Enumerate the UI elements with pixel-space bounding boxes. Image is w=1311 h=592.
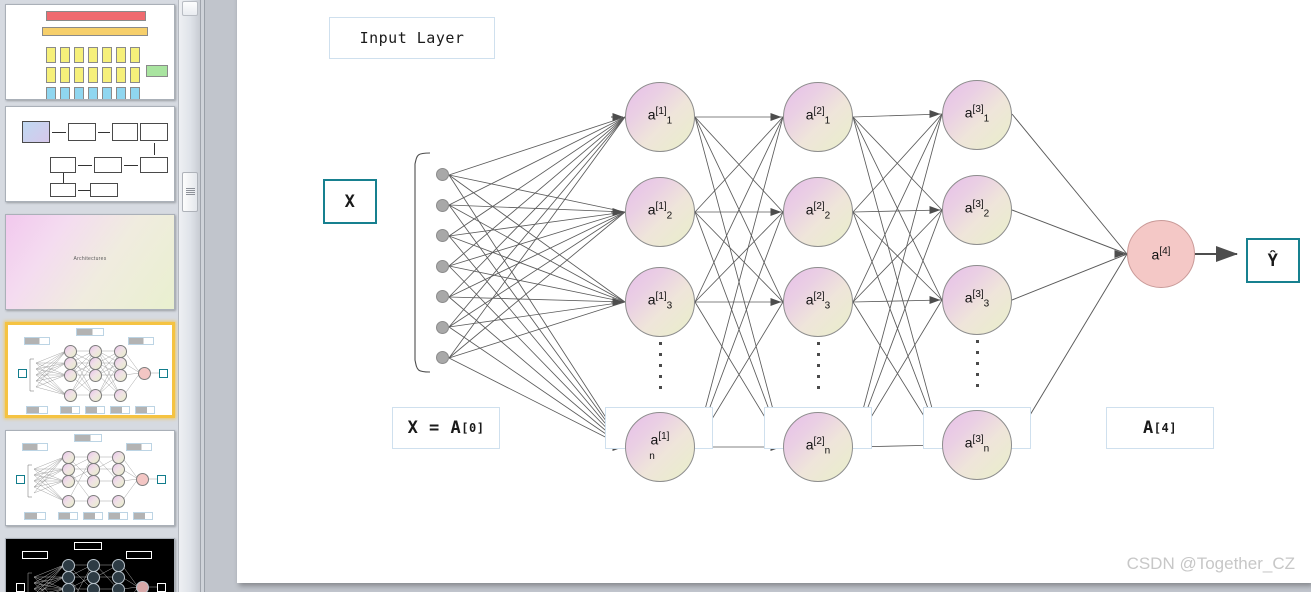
scrollbar-thumb[interactable] [182, 172, 198, 212]
neuron-a2-3[interactable]: a[2]3 [783, 267, 853, 337]
ellipsis-layer-3 [976, 340, 979, 395]
matrix-label-a0-text: X = A [407, 418, 462, 438]
neuron-a3-3-base: a [964, 289, 973, 306]
neuron-a3-3[interactable]: a[3]3 [942, 265, 1012, 335]
neuron-a1-3[interactable]: a[1]3 [625, 267, 695, 337]
neuron-a2-n[interactable]: a[2]n [783, 412, 853, 482]
neuron-a3-n-sub: n [983, 443, 990, 455]
slide-canvas-area: Input Layer Hidden Layers Output Layer X… [205, 0, 1311, 592]
neuron-a3-3-sup: [3] [972, 289, 984, 301]
matrix-label-a4-text: A [1143, 418, 1154, 438]
neuron-a1-1[interactable]: a[1]1 [625, 82, 695, 152]
watermark: CSDN @Together_CZ [1126, 554, 1295, 573]
neuron-a2-n-sub: n [824, 445, 831, 457]
neuron-a1-3-base: a [647, 291, 656, 308]
y-hat-output-box[interactable]: Ŷ [1246, 238, 1300, 283]
slide-thumbnail-5[interactable] [5, 430, 175, 526]
architectures-gradient [6, 215, 174, 309]
input-node-7[interactable] [436, 351, 449, 364]
input-node-3[interactable] [436, 229, 449, 242]
neuron-a3-2-base: a [964, 199, 973, 216]
neuron-a3-2-sup: [3] [972, 199, 984, 211]
matrix-label-a0[interactable]: X = A[0] [392, 407, 500, 449]
neuron-a3-n-sup: [3] [972, 434, 984, 446]
slide-thumbnail-3[interactable]: Architectures [5, 214, 175, 310]
slide-thumbnail-4[interactable] [5, 322, 175, 418]
slide-thumbnail-panel[interactable]: 1 2 3 4 5 6 [0, 0, 178, 592]
neuron-a1-n-base: a [650, 431, 659, 448]
neuron-a2-2-base: a [805, 201, 814, 218]
thumbnail-scrollbar[interactable] [178, 0, 200, 592]
slide-thumbnail-1[interactable] [5, 4, 175, 100]
neuron-a4-base: a [1151, 246, 1160, 263]
neuron-a1-2[interactable]: a[1]2 [625, 177, 695, 247]
neuron-a2-n-base: a [805, 436, 814, 453]
neuron-a3-1-sup: [3] [972, 104, 984, 116]
x-input-box[interactable]: X [323, 179, 377, 224]
neuron-a4-sup: [4] [1159, 245, 1171, 257]
input-layer-label[interactable]: Input Layer [329, 17, 495, 59]
neuron-a1-n[interactable]: a[1] n [625, 412, 695, 482]
neuron-a1-1-sup: [1] [655, 106, 667, 118]
neuron-a3-1-sub: 1 [983, 113, 990, 125]
neuron-a3-1-base: a [964, 104, 973, 121]
current-slide[interactable]: Input Layer Hidden Layers Output Layer X… [237, 0, 1311, 583]
neuron-a2-3-sub: 3 [824, 300, 831, 312]
slide-thumbnail-6[interactable] [5, 538, 175, 592]
neuron-a1-2-sup: [1] [655, 201, 667, 213]
neuron-a1-1-sub: 1 [666, 115, 673, 127]
neuron-a3-n[interactable]: a[3]n [942, 410, 1012, 480]
neuron-a2-1-base: a [805, 106, 814, 123]
neuron-a2-1[interactable]: a[2]1 [783, 82, 853, 152]
input-node-4[interactable] [436, 260, 449, 273]
neuron-a2-n-sup: [2] [813, 436, 825, 448]
input-node-2[interactable] [436, 199, 449, 212]
neuron-a2-2[interactable]: a[2]2 [783, 177, 853, 247]
neuron-a1-n-sup: [1] [658, 431, 670, 443]
neuron-a2-3-sup: [2] [813, 291, 825, 303]
neuron-a3-n-base: a [964, 434, 973, 451]
neuron-a1-3-sup: [1] [655, 291, 667, 303]
scrollbar-grip-icon [186, 188, 195, 195]
neuron-a2-1-sub: 1 [824, 115, 831, 127]
neuron-a3-2-sub: 2 [983, 208, 990, 220]
slide-thumbnail-2[interactable] [5, 106, 175, 202]
matrix-label-a4-sup: [4] [1153, 421, 1177, 435]
ellipsis-layer-1 [659, 342, 662, 397]
matrix-label-a4[interactable]: A[4] [1106, 407, 1214, 449]
neuron-a4-output[interactable]: a[4] [1127, 220, 1195, 288]
neuron-a2-2-sub: 2 [824, 210, 831, 222]
neuron-a2-2-sup: [2] [813, 201, 825, 213]
input-node-5[interactable] [436, 290, 449, 303]
neuron-a1-n-sub: n [649, 450, 655, 462]
panel-splitter[interactable] [200, 0, 205, 592]
input-node-6[interactable] [436, 321, 449, 334]
neuron-a2-3-base: a [805, 291, 814, 308]
architectures-title: Architectures [73, 256, 107, 263]
input-node-1[interactable] [436, 168, 449, 181]
neuron-a3-3-sub: 3 [983, 298, 990, 310]
neuron-a3-1[interactable]: a[3]1 [942, 80, 1012, 150]
neuron-a1-3-sub: 3 [666, 300, 673, 312]
neuron-a1-2-base: a [647, 201, 656, 218]
neuron-a1-2-sub: 2 [666, 210, 673, 222]
matrix-label-a0-sup: [0] [461, 421, 485, 435]
scroll-up-button[interactable] [182, 1, 198, 16]
neuron-a1-1-base: a [647, 106, 656, 123]
ellipsis-layer-2 [817, 342, 820, 397]
neuron-a2-1-sup: [2] [813, 106, 825, 118]
network-connections [414, 110, 1238, 451]
neuron-a3-2[interactable]: a[3]2 [942, 175, 1012, 245]
